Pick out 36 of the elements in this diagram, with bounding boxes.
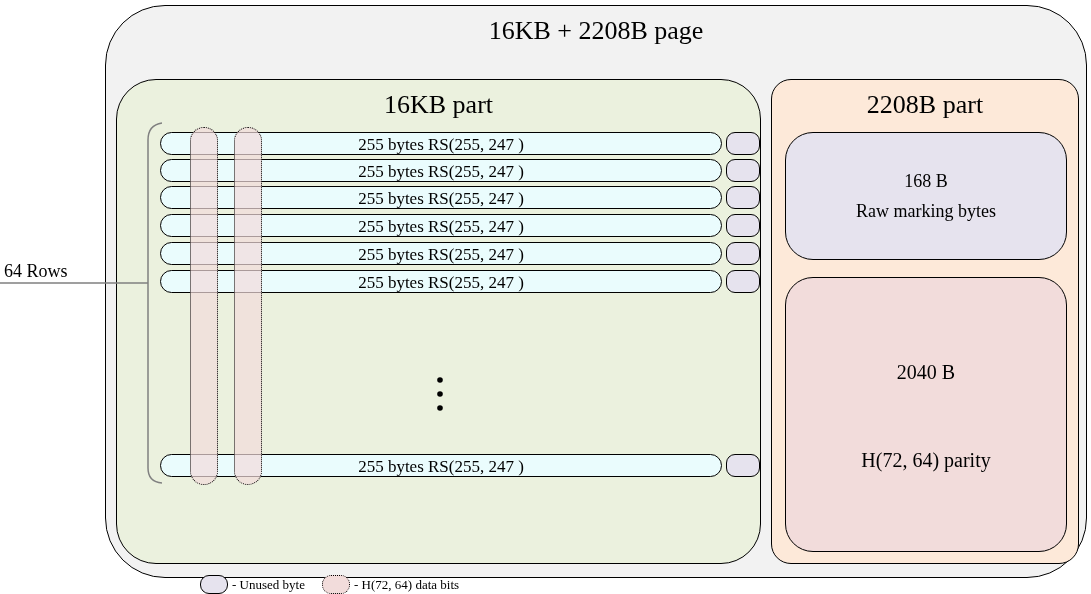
unused-byte-box xyxy=(726,214,760,237)
row-label: 255 bytes RS(255, 247 ) xyxy=(357,245,525,262)
row-label: 255 bytes RS(255, 247 ) xyxy=(357,273,525,290)
part-panel xyxy=(771,79,1079,564)
unused-byte-box xyxy=(726,186,760,209)
panel-title: 16KB + 2208B page xyxy=(487,18,705,44)
panel-title: 16KB part xyxy=(382,92,494,118)
codeword-row xyxy=(160,159,722,182)
part-panel xyxy=(116,79,761,564)
region-box xyxy=(785,132,1067,260)
codeword-row xyxy=(160,132,722,155)
page-panel xyxy=(105,5,1087,578)
row-count-label: 64 Rows xyxy=(4,262,68,280)
panel-title: 2208B part xyxy=(865,92,985,118)
region-box xyxy=(785,277,1067,552)
legend-label: - H(72, 64) data bits xyxy=(354,578,460,591)
codeword-row xyxy=(160,186,722,209)
row-label: 255 bytes RS(255, 247 ) xyxy=(357,217,525,234)
unused-byte-box xyxy=(726,132,760,155)
unused-byte-box xyxy=(726,242,760,265)
codeword-row xyxy=(160,454,722,477)
unused-byte-box xyxy=(726,454,760,477)
description-label: H(72, 64) parity xyxy=(860,449,992,470)
size-label: 2040 B xyxy=(895,361,957,382)
codeword-row xyxy=(160,242,722,265)
row-label: 255 bytes RS(255, 247 ) xyxy=(357,189,525,206)
row-label: 255 bytes RS(255, 247 ) xyxy=(357,135,525,152)
row-label: 255 bytes RS(255, 247 ) xyxy=(357,162,525,179)
description-label: Raw marking bytes xyxy=(855,202,997,220)
unused-byte-box xyxy=(726,159,760,182)
size-label: 168 B xyxy=(903,172,949,190)
codeword-row xyxy=(160,270,722,293)
legend-label: - Unused byte xyxy=(232,578,305,591)
codeword-row xyxy=(160,214,722,237)
unused-byte-box xyxy=(726,270,760,293)
row-label: 255 bytes RS(255, 247 ) xyxy=(357,457,525,474)
